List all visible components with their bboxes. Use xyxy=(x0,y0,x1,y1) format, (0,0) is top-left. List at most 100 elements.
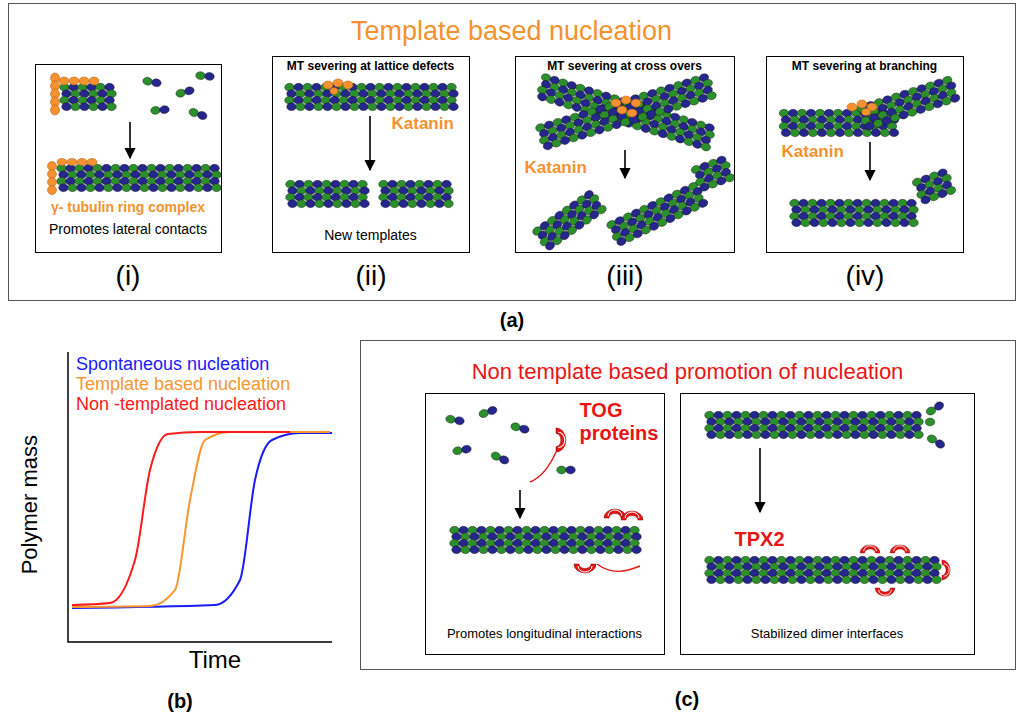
tubulin-subunit xyxy=(817,129,827,137)
tubulin-subunit xyxy=(887,431,897,439)
tubulin-subunit xyxy=(833,576,843,584)
tubulin-subunit xyxy=(408,200,418,208)
tubulin-subunit xyxy=(587,546,597,554)
tubulin-subunit xyxy=(833,431,843,439)
microtubule xyxy=(450,526,642,553)
orange-protein xyxy=(847,103,857,111)
tubulin-subunit xyxy=(449,103,459,111)
legend-item: Template based nucleation xyxy=(76,374,290,395)
orange-protein xyxy=(48,162,57,171)
tubulin-subunit xyxy=(770,576,780,584)
growth-curve xyxy=(72,432,290,605)
tubulin-subunit xyxy=(399,200,409,208)
microtubule xyxy=(705,400,946,450)
microtubule xyxy=(57,164,222,191)
legend-color: Spontaneous nucleation xyxy=(76,354,269,374)
red-protein xyxy=(860,545,880,553)
tubulin-subunit xyxy=(860,431,870,439)
tubulin-dimer xyxy=(445,415,465,426)
node-text: Template based nucleation xyxy=(9,16,1014,47)
tubulin-dimer xyxy=(490,451,510,466)
tubulin-subunit xyxy=(632,546,642,554)
tubulin-subunit xyxy=(95,184,105,192)
tubulin-dimer xyxy=(478,405,498,419)
tubulin-subunit xyxy=(878,431,888,439)
tubulin-subunit xyxy=(515,546,525,554)
tubulin-dimer xyxy=(188,107,208,121)
tubulin-subunit xyxy=(62,103,72,111)
tubulin-subunit xyxy=(623,546,633,554)
orange-protein xyxy=(48,178,57,187)
tubulin-subunit xyxy=(725,431,735,439)
tubulin-subunit xyxy=(89,103,99,111)
tubulin-subunit xyxy=(880,129,890,137)
subpanel-box: MT severing at lattice defectsKataninNew… xyxy=(272,56,470,253)
tubulin-subunit xyxy=(896,431,906,439)
tubulin-subunit xyxy=(761,431,771,439)
orange-protein xyxy=(611,99,621,107)
tubulin-subunit xyxy=(444,200,454,208)
tubulin-subunit xyxy=(887,576,897,584)
protein-highlight xyxy=(944,564,949,577)
tubulin-subunit xyxy=(891,219,901,227)
orange-protein xyxy=(631,99,641,107)
tubulin-subunit xyxy=(788,431,798,439)
tubulin-subunit xyxy=(700,142,711,152)
tubulin-subunit xyxy=(107,103,117,111)
tubulin-subunit xyxy=(716,431,726,439)
tubulin-subunit xyxy=(488,546,498,554)
tubulin-subunit xyxy=(194,184,204,192)
tubulin-subunit xyxy=(864,219,874,227)
tubulin-subunit xyxy=(332,103,342,111)
orange-protein xyxy=(69,77,79,85)
tubulin-subunit xyxy=(569,546,579,554)
tubulin-subunit xyxy=(743,576,753,584)
tubulin-subunit xyxy=(506,546,516,554)
tubulin-subunit xyxy=(824,431,834,439)
tubulin-subunit xyxy=(842,576,852,584)
tubulin-subunit xyxy=(98,103,108,111)
tubulin-subunit xyxy=(351,200,361,208)
tubulin-subunit xyxy=(440,103,450,111)
tubulin-subunit xyxy=(113,184,123,192)
protein-domain xyxy=(875,588,895,596)
growth-curve xyxy=(72,433,332,608)
orange-protein xyxy=(51,105,60,115)
tubulin-subunit xyxy=(59,184,69,192)
tubulin-subunit xyxy=(203,184,213,192)
tubulin-subunit xyxy=(185,184,195,192)
panel-label: (a) xyxy=(472,309,552,332)
node-text: Katanin xyxy=(525,158,599,178)
tubulin-subunit xyxy=(909,219,919,227)
tubulin-subunit xyxy=(770,431,780,439)
tubulin-subunit xyxy=(212,184,222,192)
tubulin-subunit xyxy=(368,103,378,111)
tubulin-subunit xyxy=(524,546,534,554)
panel-label: (iv) xyxy=(825,260,905,292)
tubulin-subunit xyxy=(824,576,834,584)
tubulin-dimer xyxy=(557,466,576,474)
tubulin-subunit xyxy=(792,219,802,227)
node-text: MT severing at branching xyxy=(769,60,961,74)
microtubule xyxy=(535,73,718,152)
tubulin-subunit xyxy=(314,103,324,111)
tubulin-subunit xyxy=(855,219,865,227)
tubulin-dimer xyxy=(175,86,195,98)
node-text: TPX2 xyxy=(735,528,815,551)
orange-protein xyxy=(59,77,69,85)
tubulin-subunit xyxy=(377,103,387,111)
tubulin-subunit xyxy=(140,184,150,192)
tubulin-subunit xyxy=(934,438,946,450)
tubulin-subunit xyxy=(431,103,441,111)
tubulin-subunit xyxy=(461,445,472,454)
tubulin-subunit xyxy=(596,546,606,554)
tubulin-subunit xyxy=(889,129,899,137)
tubulin-subunit xyxy=(752,576,762,584)
protein-domain xyxy=(942,560,950,580)
tubulin-subunit xyxy=(900,219,910,227)
orange-protein xyxy=(857,100,867,108)
tubulin-subunit xyxy=(819,219,829,227)
node-text: Katanin xyxy=(392,114,466,134)
orange-protein xyxy=(48,170,57,179)
panel-box: Non template based promotion of nucleati… xyxy=(360,340,1016,670)
